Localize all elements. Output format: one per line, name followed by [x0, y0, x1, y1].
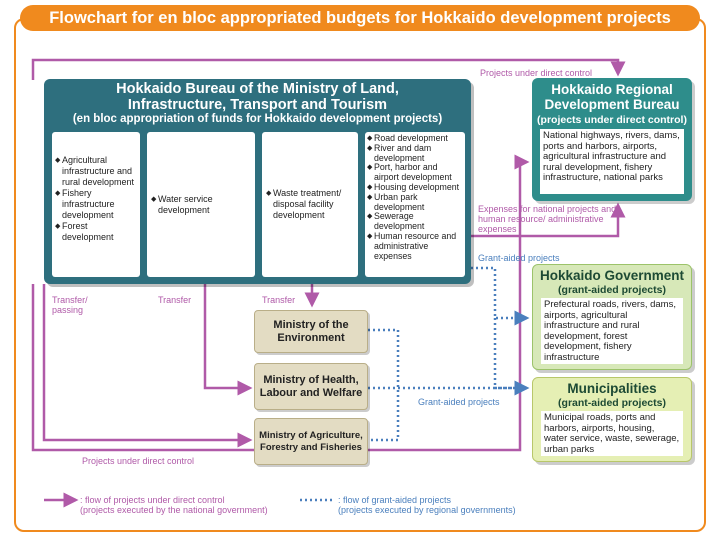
direct-control-bottom-arrow	[31, 162, 527, 452]
municipalities-box: Municipalities (grant-aided projects) Mu…	[532, 377, 692, 462]
bureau-column-waste: Waste treatment/ disposal facility devel…	[262, 132, 358, 277]
transfer-passing-arrow	[42, 284, 253, 448]
muni-subtitle: (grant-aided projects)	[558, 397, 666, 409]
bureau-column-roads: Road development River and dam developme…	[365, 132, 465, 277]
grant-muni-arrow	[493, 318, 530, 396]
list-item: Road development	[367, 133, 463, 144]
page-title: Flowchart for en bloc appropriated budge…	[20, 5, 700, 31]
hrdb-subtitle: (projects under direct control)	[537, 114, 687, 126]
label-direct-control-bottom: Projects under direct control	[82, 456, 195, 466]
hrdb-title: Hokkaido Regional Development Bureau	[544, 82, 680, 112]
ministry-health-labour-welfare-box: Ministry of Health, Labour and Welfare	[254, 363, 368, 410]
list-item: Housing development	[367, 182, 463, 193]
hgov-title: Hokkaido Government	[539, 268, 685, 283]
muni-title: Municipalities	[567, 381, 657, 396]
regional-development-bureau-box: Hokkaido Regional Development Bureau (pr…	[532, 78, 692, 201]
list-item: Human resource and administrative expens…	[367, 231, 463, 261]
direct-control-top-arrow	[31, 58, 626, 80]
hgov-subtitle: (grant-aided projects)	[558, 284, 666, 296]
bureau-column-water: Water service development	[147, 132, 255, 277]
bureau-subtitle: (en bloc appropriation of funds for Hokk…	[72, 113, 443, 125]
hrdb-body: National highways, rivers, dams, ports a…	[540, 129, 684, 194]
bureau-column-agriculture: Agricultural infrastructure and rural de…	[52, 132, 140, 277]
label-grant-mid: Grant-aided projects	[418, 397, 500, 407]
label-expenses: Expenses for national projects and human…	[478, 204, 617, 234]
ministry-aff-label: Ministry of Agriculture, Forestry and Fi…	[259, 429, 363, 453]
list-item: Fishery infrastructure development	[55, 188, 138, 221]
ministry-environment-box: Ministry of the Environment	[254, 310, 368, 353]
legend-direct-control: : flow of projects under direct control …	[80, 495, 268, 515]
legend-grant-aided: : flow of grant-aided projects (projects…	[338, 495, 516, 515]
list-item: Agricultural infrastructure and rural de…	[55, 155, 138, 188]
label-transfer-1: Transfer	[158, 295, 192, 305]
ministry-agriculture-forestry-fisheries-box: Ministry of Agriculture, Forestry and Fi…	[254, 418, 368, 465]
hokkaido-bureau-mlit-box: Hokkaido Bureau of the Ministry of Land,…	[44, 79, 471, 284]
ministry-hlw-label: Ministry of Health, Labour and Welfare	[259, 373, 363, 399]
list-item: Sewerage development	[367, 212, 463, 232]
hgov-body: Prefectural roads, rivers, dams, airport…	[541, 298, 683, 364]
ministry-environment-label: Ministry of the Environment	[273, 318, 349, 344]
label-transfer-2: Transfer	[262, 295, 296, 305]
transfer-water-arrow	[203, 284, 253, 396]
list-item: River and dam development	[367, 143, 463, 164]
grant-top-arrow	[471, 266, 530, 326]
grant-env-line	[368, 328, 400, 442]
hokkaido-government-box: Hokkaido Government (grant-aided project…	[532, 264, 692, 370]
bureau-title: Hokkaido Bureau of the Ministry of Land,…	[116, 81, 399, 113]
list-item: Forest development	[55, 221, 138, 243]
list-item: Urban park development	[367, 192, 463, 213]
label-transfer-passing: Transfer/ passing	[52, 295, 88, 315]
list-item: Water service development	[151, 194, 251, 216]
muni-body: Municipal roads, ports and harbors, airp…	[541, 411, 683, 456]
label-grant-top: Grant-aided projects	[478, 253, 560, 263]
list-item: Port, harbor and airport development	[367, 163, 463, 183]
list-item: Waste treatment/ disposal facility devel…	[266, 188, 354, 221]
label-direct-control-top: Projects under direct control	[480, 68, 593, 78]
